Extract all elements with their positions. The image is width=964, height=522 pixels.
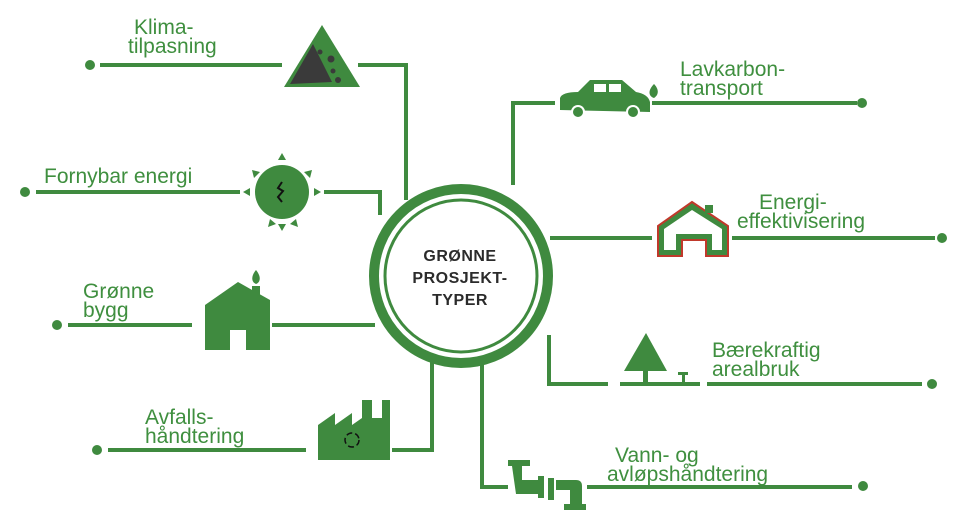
label-fornybar: Fornybar energi: [44, 165, 193, 188]
connector-vann-center: [480, 355, 508, 489]
label-bygg-line2: bygg: [83, 299, 129, 322]
label-klima: Klima-tilpasning: [128, 16, 217, 58]
center-title-line2: PROSJEKT-: [412, 270, 508, 287]
label-bygg-line1: Grønne: [83, 280, 155, 303]
label-energi-line2: effektivisering: [737, 210, 866, 233]
sun-icon: [243, 153, 321, 231]
label-lavkarbon-line1: Lavkarbon-: [680, 58, 786, 81]
endpoint-dot-avfall: [92, 445, 102, 455]
car-leaf-icon: [560, 80, 658, 119]
pipe-icon: [508, 460, 586, 510]
connector-areal-center: [547, 335, 608, 386]
endpoint-dot-lavkarbon: [857, 98, 867, 108]
label-klima-line2: tilpasning: [128, 35, 217, 58]
label-avfall: Avfalls-håndtering: [145, 406, 245, 448]
house-outline-icon: [657, 200, 729, 257]
label-areal-line1: Bærekraftig: [712, 339, 821, 362]
center-inner-ring: [383, 198, 539, 354]
label-areal-line2: arealbruk: [712, 358, 800, 381]
label-energi: Energi-effektivisering: [737, 191, 866, 233]
endpoint-dot-areal: [927, 379, 937, 389]
label-avfall-line2: håndtering: [145, 425, 245, 448]
endpoint-dot-energi: [937, 233, 947, 243]
connector-lavkarbon-center: [511, 101, 555, 185]
label-vann-line2: avløpshåndtering: [607, 463, 769, 486]
label-energi-line1: Energi-: [759, 191, 827, 214]
label-lavkarbon-line2: transport: [680, 77, 763, 100]
tree-icon: [624, 333, 688, 384]
landslide-triangle-icon: [284, 25, 360, 87]
center-title: GRØNNE PROSJEKT- TYPER: [390, 246, 530, 312]
endpoint-dot-vann: [858, 481, 868, 491]
building-flame-icon: [205, 270, 270, 350]
endpoint-dot-fornybar: [20, 187, 30, 197]
center-title-line3: TYPER: [432, 292, 488, 309]
connector-avfall-center: [392, 355, 434, 452]
label-vann-line1: Vann- og: [615, 444, 699, 467]
label-avfall-line1: Avfalls-: [145, 406, 214, 429]
endpoint-dot-klima: [85, 60, 95, 70]
factory-recycle-icon: [318, 400, 390, 460]
endpoint-dot-bygg: [52, 320, 62, 330]
connector-klima-center: [358, 63, 408, 200]
connector-fornybar-center: [324, 190, 382, 215]
label-klima-line1: Klima-: [134, 16, 194, 39]
label-lavkarbon: Lavkarbon-transport: [680, 58, 786, 100]
center-title-line1: GRØNNE: [423, 248, 497, 265]
label-fornybar-line1: Fornybar energi: [44, 165, 193, 188]
